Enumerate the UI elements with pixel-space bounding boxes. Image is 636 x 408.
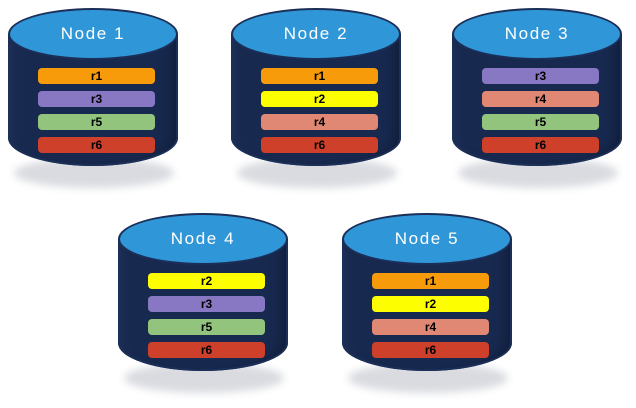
replica-bar-r6[interactable]: r6 xyxy=(148,342,265,358)
replica-label: r2 xyxy=(200,274,213,288)
node-label: Node 2 xyxy=(283,24,349,43)
replica-label: r4 xyxy=(424,320,437,334)
node-cylinder-top xyxy=(452,8,622,60)
replica-label: r5 xyxy=(200,320,213,334)
replica-label: r4 xyxy=(313,115,326,129)
replica-label: r6 xyxy=(90,138,103,152)
replica-bar-r6[interactable]: r6 xyxy=(261,137,378,153)
replica-label: r3 xyxy=(534,69,547,83)
replica-bar-r4[interactable]: r4 xyxy=(261,114,378,130)
replica-bar-r5[interactable]: r5 xyxy=(482,114,599,130)
replica-bar-r5[interactable]: r5 xyxy=(148,319,265,335)
replica-label: r6 xyxy=(424,343,437,357)
node-label: Node 5 xyxy=(394,229,460,248)
replica-label: r1 xyxy=(90,69,103,83)
database-node-1[interactable]: Node 1 r1 r3 r5 r6 xyxy=(8,8,178,188)
replica-bar-r5[interactable]: r5 xyxy=(38,114,155,130)
replica-label: r6 xyxy=(313,138,326,152)
replica-label: r1 xyxy=(424,274,437,288)
replica-bar-r6[interactable]: r6 xyxy=(372,342,489,358)
replica-bar-r1[interactable]: r1 xyxy=(372,273,489,289)
replica-label: r3 xyxy=(90,92,103,106)
node-label: Node 1 xyxy=(60,24,126,43)
replica-bar-r1[interactable]: r1 xyxy=(261,68,378,84)
node-cylinder-top xyxy=(231,8,401,60)
replica-bar-r1[interactable]: r1 xyxy=(38,68,155,84)
replica-list: r1 r2 r4 r6 xyxy=(261,68,378,153)
replica-label: r2 xyxy=(313,92,326,106)
replica-label: r6 xyxy=(200,343,213,357)
node-cylinder-top xyxy=(342,213,512,265)
replica-label: r4 xyxy=(534,92,547,106)
replica-label: r5 xyxy=(534,115,547,129)
replica-bar-r6[interactable]: r6 xyxy=(38,137,155,153)
replica-label: r3 xyxy=(200,297,213,311)
replica-label: r1 xyxy=(313,69,326,83)
replica-bar-r4[interactable]: r4 xyxy=(482,91,599,107)
replica-bar-r6[interactable]: r6 xyxy=(482,137,599,153)
database-node-5[interactable]: Node 5 r1 r2 r4 r6 xyxy=(342,213,512,393)
replica-bar-r4[interactable]: r4 xyxy=(372,319,489,335)
replica-label: r2 xyxy=(424,297,437,311)
replica-bar-r2[interactable]: r2 xyxy=(261,91,378,107)
replica-bar-r2[interactable]: r2 xyxy=(372,296,489,312)
node-cylinder-top xyxy=(118,213,288,265)
node-label: Node 4 xyxy=(170,229,236,248)
replica-list: r3 r4 r5 r6 xyxy=(482,68,599,153)
replica-label: r6 xyxy=(534,138,547,152)
replica-list: r2 r3 r5 r6 xyxy=(148,273,265,358)
node-cylinder-top xyxy=(8,8,178,60)
database-node-3[interactable]: Node 3 r3 r4 r5 r6 xyxy=(452,8,622,188)
database-node-2[interactable]: Node 2 r1 r2 r4 r6 xyxy=(231,8,401,188)
node-label: Node 3 xyxy=(504,24,570,43)
replica-bar-r3[interactable]: r3 xyxy=(482,68,599,84)
replica-bar-r3[interactable]: r3 xyxy=(38,91,155,107)
replica-list: r1 r3 r5 r6 xyxy=(38,68,155,153)
replica-list: r1 r2 r4 r6 xyxy=(372,273,489,358)
replica-label: r5 xyxy=(90,115,103,129)
replica-bar-r2[interactable]: r2 xyxy=(148,273,265,289)
database-node-4[interactable]: Node 4 r2 r3 r5 r6 xyxy=(118,213,288,393)
replica-bar-r3[interactable]: r3 xyxy=(148,296,265,312)
